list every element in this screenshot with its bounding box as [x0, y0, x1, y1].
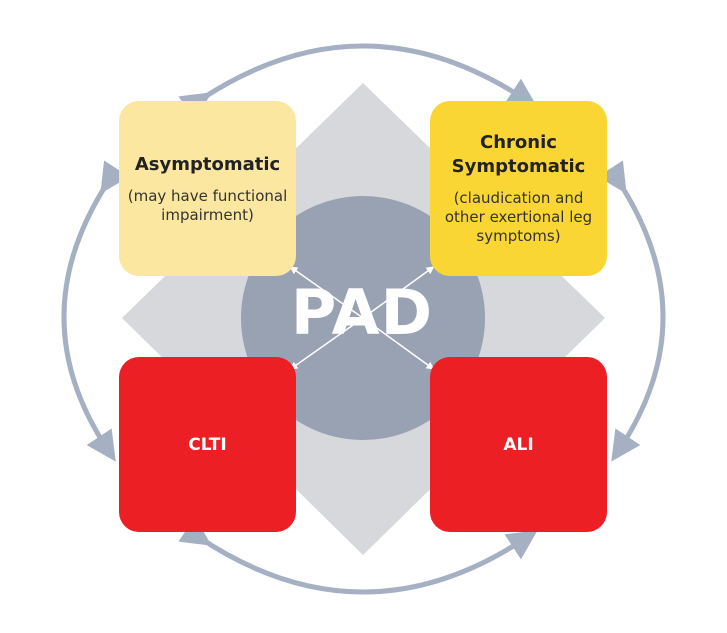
ali-title: ALI	[503, 434, 534, 455]
chronic-title-line1: Chronic	[480, 132, 557, 153]
curved-arrow-right	[597, 160, 666, 462]
asymptomatic-box: Asymptomatic (may have functional impair…	[119, 101, 296, 276]
chronic-subtitle: (claudication and other exertional leg s…	[444, 189, 593, 245]
pad-center-label: PAD	[290, 276, 434, 349]
inner-arrow-bottom-left	[289, 317, 364, 370]
asymptomatic-subtitle: (may have functional impairment)	[127, 186, 288, 224]
inner-arrow-top-left	[289, 266, 364, 319]
inner-arrow-top-right	[362, 266, 435, 319]
clti-title: CLTI	[188, 434, 227, 455]
clti-box: CLTI	[119, 357, 296, 532]
curved-arrow-bottom	[178, 516, 538, 595]
curved-arrow-top	[178, 43, 538, 122]
chronic-symptomatic-box: Chronic Symptomatic (claudication and ot…	[430, 101, 607, 276]
ali-box: ALI	[430, 357, 607, 532]
chronic-title-line2: Symptomatic	[451, 156, 586, 177]
asymptomatic-title: Asymptomatic	[134, 153, 281, 175]
inner-arrow-bottom-right	[362, 317, 435, 370]
curved-arrow-left	[61, 160, 130, 462]
